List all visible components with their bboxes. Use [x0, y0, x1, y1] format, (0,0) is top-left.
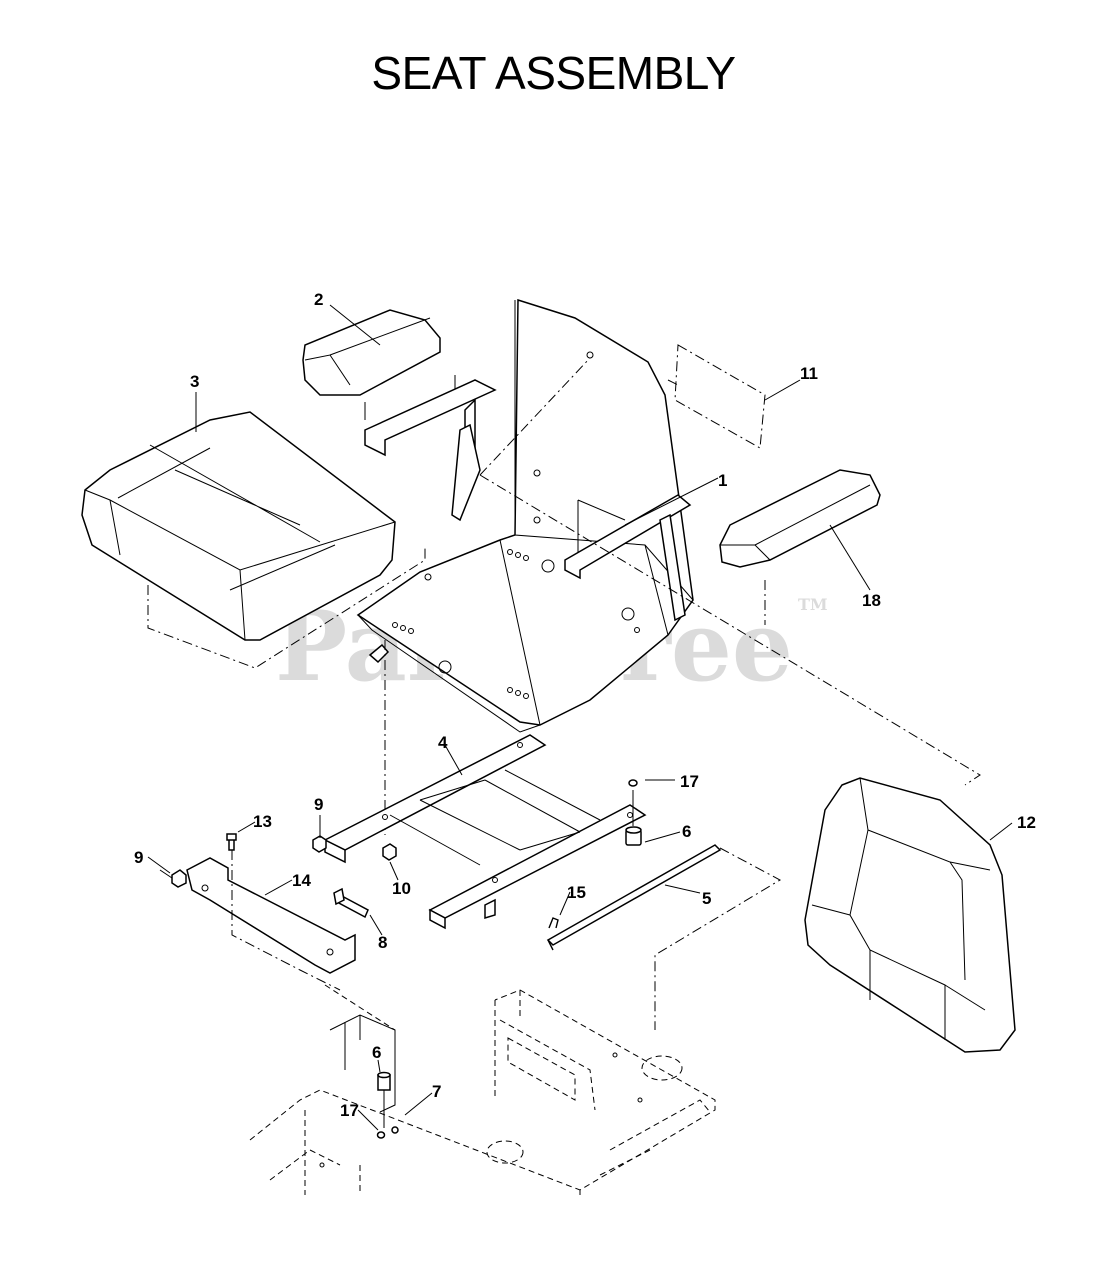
callout-9-left: 9 — [134, 848, 143, 867]
callout-10: 10 — [392, 879, 411, 898]
right-armrest-pad — [719, 469, 881, 625]
bolt-13 — [226, 833, 237, 851]
callout-7: 7 — [432, 1082, 441, 1101]
diagram-title: SEAT ASSEMBLY — [371, 47, 736, 99]
backrest-centerline — [479, 474, 981, 786]
callout-5: 5 — [702, 889, 711, 908]
callout-labels: 2 3 11 1 18 4 17 9 13 6 9 10 14 15 5 12 … — [134, 290, 1036, 1120]
nut-10 — [382, 843, 397, 861]
leader-lines — [147, 304, 1013, 1131]
callout-12: 12 — [1017, 813, 1036, 832]
bumper-upper — [625, 779, 642, 846]
callout-1: 1 — [718, 471, 727, 490]
callout-17-upper: 17 — [680, 772, 699, 791]
callout-2: 2 — [314, 290, 323, 309]
callout-17-lower: 17 — [340, 1101, 359, 1120]
hair-pin-clip — [548, 917, 559, 929]
left-armrest-pad — [302, 309, 456, 420]
seat-pan — [356, 298, 694, 733]
seat-cushion — [81, 411, 426, 669]
callout-18: 18 — [862, 591, 881, 610]
nut-left — [159, 869, 187, 888]
decal — [667, 344, 766, 449]
callout-8: 8 — [378, 933, 387, 952]
callout-6-lower: 6 — [372, 1043, 381, 1062]
callout-15: 15 — [567, 883, 586, 902]
callout-9-upper: 9 — [314, 795, 323, 814]
left-armrest-bracket — [364, 379, 497, 522]
seat-rod — [546, 844, 782, 1030]
callout-6-upper: 6 — [682, 822, 691, 841]
backrest-hole-leader — [479, 357, 591, 476]
callout-13: 13 — [253, 812, 272, 831]
nut-upper — [312, 835, 327, 853]
backrest-cushion — [804, 777, 1016, 1053]
callout-14: 14 — [292, 871, 311, 890]
right-armrest-bracket — [564, 494, 692, 622]
seat-frame — [323, 734, 647, 930]
chassis-context — [249, 984, 716, 1195]
callout-4: 4 — [438, 733, 448, 752]
mounting-plate — [186, 850, 356, 991]
callout-11: 11 — [800, 364, 818, 383]
watermark-tm: TM — [798, 595, 828, 614]
callout-3: 3 — [190, 372, 199, 391]
pivot-bolt — [333, 887, 369, 919]
